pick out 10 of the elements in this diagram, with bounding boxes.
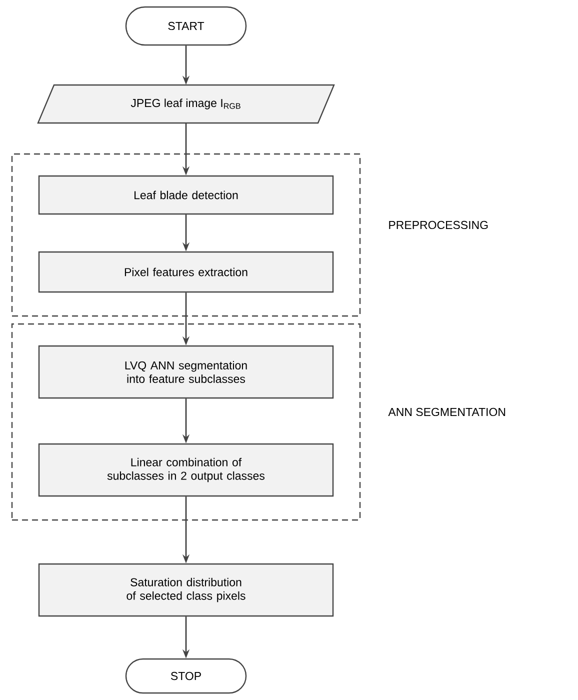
input-parallelogram: JPEG leaf image I$_{RGB}$: [37, 84, 335, 124]
terminal-box: START: [125, 6, 247, 46]
process-box: Leaf blade detection: [38, 175, 334, 215]
process-box: Saturation distribution of selected class pixels: [38, 563, 334, 617]
terminal-box: STOP: [125, 658, 247, 694]
node-label: PREPROCESSING: [389, 220, 488, 230]
process-box: Pixel features extraction: [38, 251, 334, 293]
process-box: Linear combination of subclasses in 2 output classes: [38, 443, 334, 497]
process-box: LVQ ANN segmentation into feature subclasses: [38, 345, 334, 399]
node-label: ANN SEGMENTATION: [388, 408, 506, 416]
